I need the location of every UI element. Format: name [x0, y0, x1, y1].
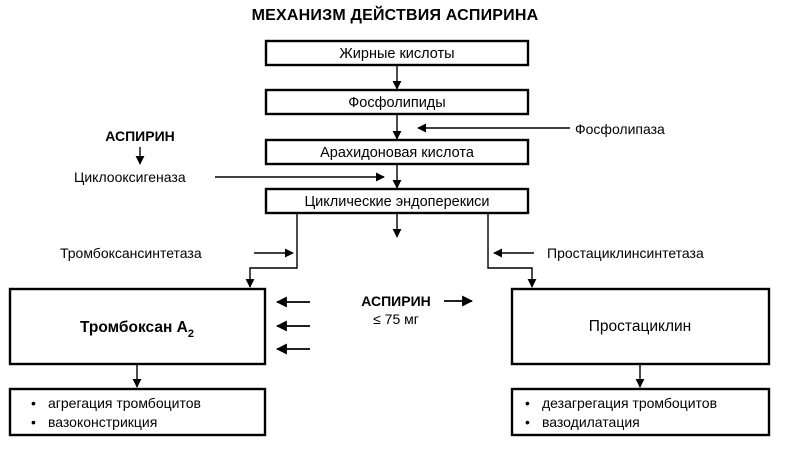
enzyme-prostacyclin-synthetase: Простациклинсинтетаза: [547, 245, 704, 261]
thromboxane-label: Тромбоксан А2: [80, 319, 194, 340]
box-effects-right: • дезагрегация тромбоцитов • вазодилатац…: [510, 387, 771, 437]
box-phospholipids-label: Фосфолипиды: [348, 95, 445, 111]
prostacyclin-label: Простациклин: [589, 318, 691, 335]
aspirin-dose: ≤ 75 мг: [373, 311, 419, 327]
effect-right-2: вазодилатация: [542, 414, 640, 430]
box-thromboxane: Тромбоксан А2: [8, 287, 267, 366]
box-effects-left: • агрегация тромбоцитов • вазоконстрикци…: [8, 387, 267, 437]
box-fatty-acids-label: Жирные кислоты: [339, 46, 454, 62]
box-arachidonic-acid: Арахидоновая кислота: [264, 138, 530, 166]
aspirin-top-label: АСПИРИН: [105, 128, 175, 144]
effect-right-bullet-1: •: [525, 395, 530, 411]
effect-right-bullet-2: •: [525, 414, 530, 430]
box-fatty-acids: Жирные кислоты: [264, 39, 530, 67]
aspirin-middle-label: АСПИРИН: [361, 293, 431, 309]
box-endoperoxides-label: Циклические эндоперекиси: [304, 194, 489, 210]
effect-left-bullet-1: •: [31, 395, 36, 411]
box-prostacyclin: Простациклин: [510, 287, 771, 366]
thromboxane-label-main: Тромбоксан А: [80, 319, 188, 336]
branch-left-connector: [245, 213, 298, 288]
enzyme-cyclooxygenase: Циклооксигеназа: [74, 169, 186, 185]
effect-left-1: агрегация тромбоцитов: [48, 395, 201, 411]
effect-left-bullet-2: •: [31, 414, 36, 430]
effect-left-2: вазоконстрикция: [48, 414, 157, 430]
diagram-title: МЕХАНИЗМ ДЕЙСТВИЯ АСПИРИНА: [252, 5, 539, 24]
box-phospholipids: Фосфолипиды: [264, 88, 530, 116]
effect-right-1: дезагрегация тромбоцитов: [542, 395, 717, 411]
branch-right-connector: [487, 213, 537, 288]
enzyme-thromboxane-synthetase: Тромбоксансинтетаза: [60, 245, 202, 261]
box-endoperoxides: Циклические эндоперекиси: [264, 187, 530, 215]
enzyme-phospholipase: Фосфолипаза: [575, 121, 665, 137]
thromboxane-label-subscript: 2: [188, 328, 194, 340]
box-arachidonic-acid-label: Арахидоновая кислота: [320, 145, 475, 161]
